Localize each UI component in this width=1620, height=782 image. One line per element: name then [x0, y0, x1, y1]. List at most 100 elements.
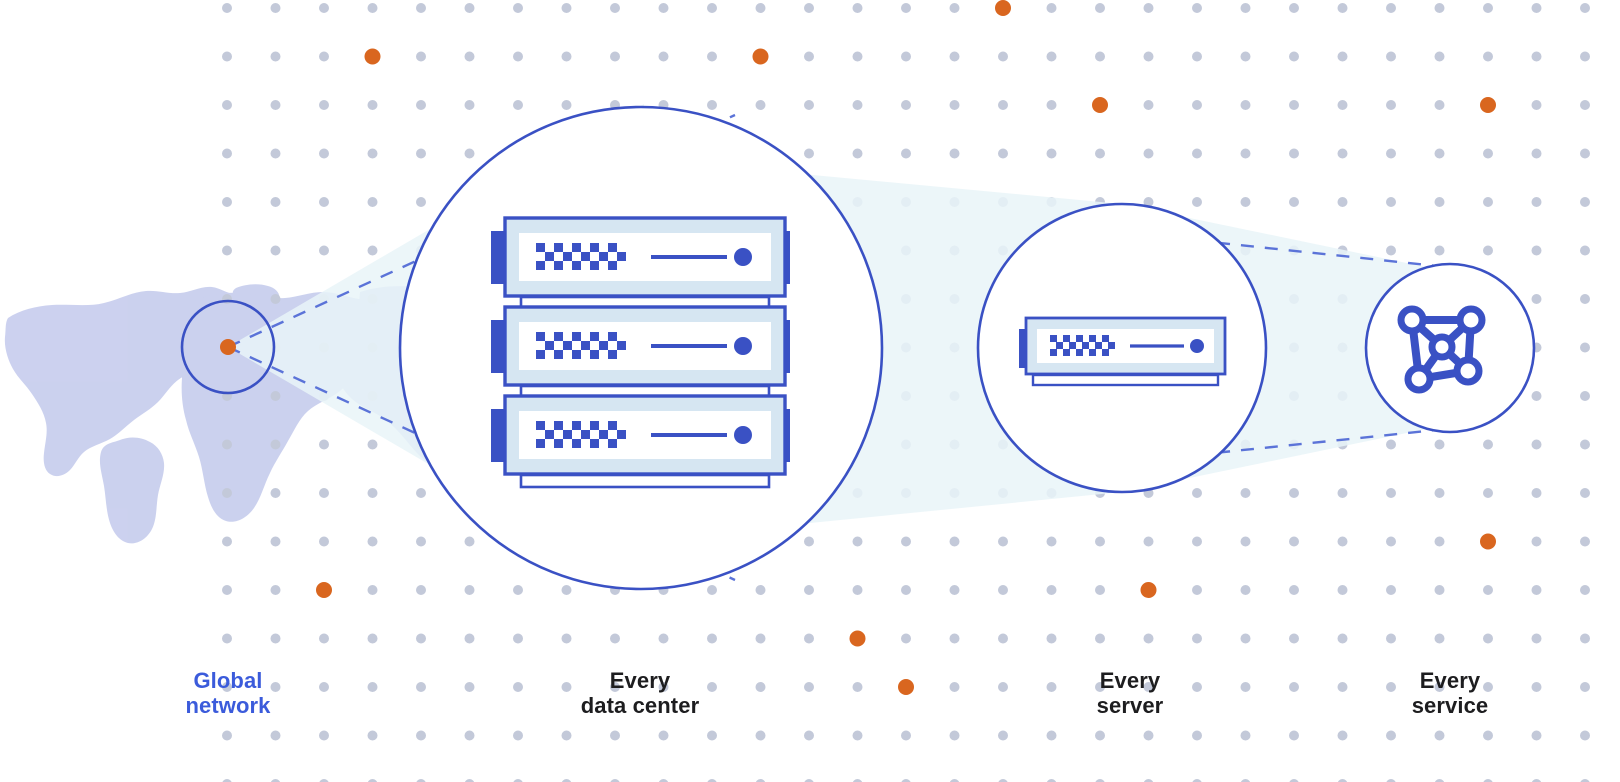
grid-dot — [513, 779, 523, 782]
grid-dot — [1483, 51, 1493, 62]
grid-dot — [998, 779, 1008, 782]
grid-dot — [367, 633, 378, 644]
grid-dot — [610, 3, 620, 13]
grid-dot — [1531, 633, 1542, 644]
grid-dot — [1240, 100, 1251, 110]
grid-dot — [610, 779, 620, 782]
grid-dot — [852, 3, 863, 13]
grid-dot — [1483, 682, 1493, 692]
grid-dot — [852, 730, 863, 741]
grid-dot — [367, 3, 378, 13]
grid-dot — [270, 391, 281, 401]
grid-dot — [1386, 488, 1396, 498]
grid-dot — [1483, 730, 1493, 741]
grid-dot — [1386, 100, 1396, 110]
grid-dot — [755, 682, 766, 692]
grid-dot — [367, 536, 378, 547]
grid-dot — [1046, 51, 1057, 62]
grid-dot — [222, 682, 232, 692]
grid-dot — [1143, 197, 1154, 207]
label-every-service: Every service — [1411, 668, 1489, 718]
grid-dot — [1386, 585, 1396, 595]
grid-dot — [1337, 148, 1348, 159]
server-rack-icon — [491, 216, 790, 489]
grid-dot — [1192, 488, 1202, 498]
grid-dot — [949, 585, 960, 595]
grid-dot — [464, 100, 475, 110]
grid-dot — [1046, 536, 1057, 547]
grid-dot — [416, 779, 426, 782]
grid-dot — [464, 148, 475, 159]
grid-dot — [998, 633, 1008, 644]
grid-dot — [1143, 682, 1154, 692]
grid-dot — [464, 633, 475, 644]
grid-dot — [222, 585, 232, 595]
grid-dot — [1046, 585, 1057, 595]
grid-dot — [804, 585, 814, 595]
grid-dot — [561, 100, 572, 110]
grid-dot — [1434, 488, 1445, 498]
grid-dot — [416, 197, 426, 207]
grid-dot — [998, 682, 1008, 692]
grid-dot — [901, 536, 911, 547]
grid-dot — [416, 51, 426, 62]
grid-dot — [755, 779, 766, 782]
grid-dot — [1531, 779, 1542, 782]
grid-dot — [1240, 3, 1251, 13]
server-unit — [491, 216, 790, 311]
grid-dot — [1289, 488, 1299, 498]
grid-dot — [901, 633, 911, 644]
grid-dot — [270, 682, 281, 692]
grid-dot — [222, 100, 232, 110]
grid-dot — [513, 682, 523, 692]
grid-dot — [1289, 148, 1299, 159]
grid-dot — [1143, 100, 1154, 110]
grid-dot — [416, 488, 426, 498]
grid-dot — [513, 730, 523, 741]
grid-dot — [949, 148, 960, 159]
network-graph-icon — [1397, 305, 1486, 394]
grid-dot — [1434, 51, 1445, 62]
grid-dot — [1580, 391, 1590, 401]
grid-dot — [1434, 779, 1445, 782]
grid-dot — [1434, 3, 1445, 13]
grid-dot — [707, 100, 717, 110]
grid-dot-orange — [898, 679, 914, 695]
grid-dot — [270, 148, 281, 159]
grid-dot — [1192, 3, 1202, 13]
grid-dot — [270, 633, 281, 644]
grid-dot — [1531, 488, 1542, 498]
grid-dot — [367, 100, 378, 110]
grid-dot — [1192, 779, 1202, 782]
grid-dot — [1483, 197, 1493, 207]
grid-dot — [1386, 439, 1396, 450]
grid-dot — [1095, 730, 1105, 741]
grid-dot — [1337, 730, 1348, 741]
grid-dot — [561, 682, 572, 692]
grid-dot — [1580, 294, 1590, 304]
grid-dot — [1483, 488, 1493, 498]
grid-dot — [416, 100, 426, 110]
label-every-server: Every server — [1096, 668, 1164, 718]
grid-dot — [1483, 148, 1493, 159]
grid-dot — [1580, 682, 1590, 692]
grid-dot — [1580, 536, 1590, 547]
server-unit — [491, 394, 790, 489]
grid-dot — [1531, 439, 1542, 450]
grid-dot — [1192, 536, 1202, 547]
grid-dot — [707, 682, 717, 692]
grid-dot — [1289, 51, 1299, 62]
grid-dot — [416, 730, 426, 741]
grid-dot — [513, 3, 523, 13]
grid-dot — [367, 730, 378, 741]
grid-dot — [1386, 730, 1396, 741]
grid-dot — [852, 148, 863, 159]
grid-dot — [270, 488, 281, 498]
grid-dot — [367, 197, 378, 207]
grid-dot — [998, 730, 1008, 741]
grid-dot — [707, 51, 717, 62]
grid-dot-orange — [752, 48, 769, 65]
grid-dot — [658, 730, 669, 741]
grid-dot — [1046, 148, 1057, 159]
grid-dot — [1434, 730, 1445, 741]
